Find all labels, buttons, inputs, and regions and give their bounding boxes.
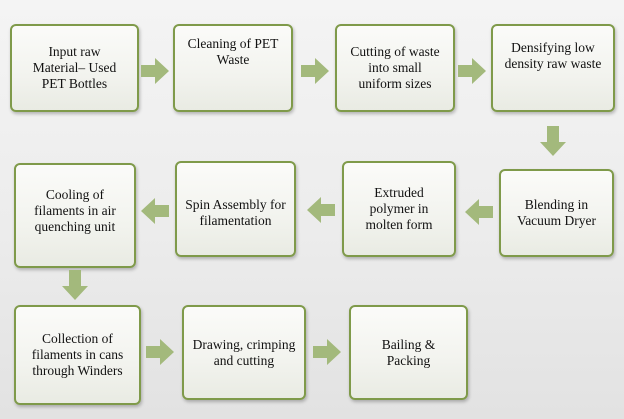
step-label: Densifying low density raw waste: [504, 40, 602, 71]
step-label: Cutting of waste into small uniform size…: [350, 44, 440, 91]
step-label: Cleaning of PET Waste: [187, 36, 279, 67]
step-label: Bailing & Packing: [381, 337, 436, 368]
arrow-right-icon: [141, 58, 169, 84]
arrow-left-icon: [141, 198, 169, 224]
step-drawing-crimping-cutting: Drawing, crimping and cutting: [182, 305, 306, 400]
step-label: Cooling of filaments in air quenching un…: [34, 187, 116, 234]
step-collection-filaments: Collection of filaments in cans through …: [14, 305, 141, 405]
step-bailing-packing: Bailing & Packing: [349, 305, 468, 400]
step-blending-vacuum-dryer: Blending in Vacuum Dryer: [499, 169, 614, 257]
arrow-down-icon: [62, 270, 88, 300]
step-extruded-polymer: Extruded polymer in molten form: [342, 161, 456, 257]
step-densifying: Densifying low density raw waste: [491, 24, 615, 112]
arrow-left-icon: [307, 197, 335, 223]
step-label: Input raw Material– Used PET Bottles: [32, 44, 117, 91]
step-label: Extruded polymer in molten form: [365, 185, 433, 232]
step-label: Drawing, crimping and cutting: [192, 337, 296, 368]
step-cutting-waste: Cutting of waste into small uniform size…: [335, 24, 455, 112]
step-label: Spin Assembly for filamentation: [185, 197, 286, 228]
arrow-right-icon: [301, 58, 329, 84]
arrow-right-icon: [458, 58, 486, 84]
step-spin-assembly: Spin Assembly for filamentation: [175, 161, 296, 257]
arrow-down-icon: [540, 126, 566, 156]
arrow-right-icon: [146, 339, 174, 365]
step-input-raw-material: Input raw Material– Used PET Bottles: [10, 24, 139, 112]
arrow-right-icon: [313, 339, 341, 365]
arrow-left-icon: [465, 199, 493, 225]
step-cleaning-pet-waste: Cleaning of PET Waste: [173, 24, 293, 112]
step-label: Collection of filaments in cans through …: [31, 331, 124, 378]
step-cooling-filaments: Cooling of filaments in air quenching un…: [14, 163, 136, 268]
step-label: Blending in Vacuum Dryer: [516, 197, 597, 228]
